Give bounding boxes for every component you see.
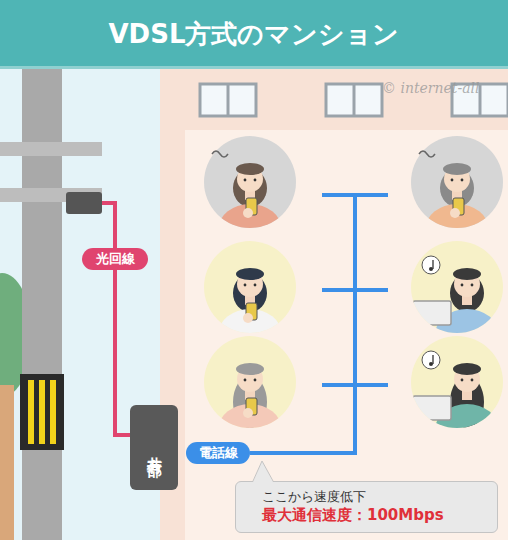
optical-wire bbox=[102, 203, 115, 248]
eye bbox=[461, 379, 464, 382]
hair-fringe bbox=[453, 268, 481, 280]
residents bbox=[204, 136, 503, 456]
gloom-mark bbox=[212, 151, 228, 157]
hand bbox=[243, 208, 253, 218]
laptop bbox=[413, 301, 451, 325]
callout-note: ここから速度低下 bbox=[262, 489, 366, 506]
tree-trunk bbox=[0, 385, 14, 540]
utility-pole bbox=[0, 68, 102, 540]
shared-area-text: 共有部 bbox=[144, 445, 164, 451]
resident-circle bbox=[204, 336, 296, 428]
hair-fringe bbox=[453, 363, 481, 375]
pole-shaft bbox=[22, 68, 62, 540]
pole-sign bbox=[20, 374, 64, 450]
telephone-line-label: 電話線 bbox=[186, 442, 250, 464]
eye bbox=[254, 379, 257, 382]
optical-line-text: 光回線 bbox=[96, 251, 135, 268]
telephone-line-text: 電話線 bbox=[199, 445, 238, 462]
window-frame bbox=[353, 84, 356, 116]
speed-callout: ここから速度低下最大通信速度：100Mbps bbox=[235, 481, 498, 533]
music-bubble bbox=[422, 256, 440, 274]
eye bbox=[451, 179, 454, 182]
eye bbox=[471, 379, 474, 382]
resident-figure bbox=[411, 336, 503, 456]
eye bbox=[254, 179, 257, 182]
pole-crossbar bbox=[0, 142, 102, 156]
gloom-mark bbox=[419, 151, 435, 157]
optical-wire-connector bbox=[115, 270, 130, 435]
telephone-branch bbox=[322, 288, 388, 292]
eye bbox=[244, 284, 247, 287]
callout-pointer bbox=[253, 461, 273, 482]
building-facade bbox=[160, 68, 508, 540]
window bbox=[200, 84, 256, 116]
music-note-head bbox=[429, 362, 433, 366]
eye bbox=[461, 179, 464, 182]
hair-fringe bbox=[443, 163, 471, 175]
optical-line-label: 光回線 bbox=[82, 248, 148, 270]
pole-sign-stripe bbox=[39, 380, 45, 444]
eye bbox=[471, 284, 474, 287]
eye bbox=[254, 284, 257, 287]
title-band bbox=[0, 0, 508, 68]
callout-pointer-outline bbox=[253, 461, 273, 481]
eye bbox=[244, 179, 247, 182]
hair-fringe bbox=[236, 163, 264, 175]
eye bbox=[461, 284, 464, 287]
resident-circle bbox=[411, 136, 503, 228]
music-note-head bbox=[429, 267, 433, 271]
hair-fringe bbox=[236, 268, 264, 280]
building-inner-panel bbox=[185, 130, 508, 540]
hand bbox=[243, 408, 253, 418]
laptop bbox=[413, 396, 451, 420]
title-underline bbox=[0, 66, 508, 69]
music-bubble bbox=[422, 351, 440, 369]
resident-body-group bbox=[413, 363, 499, 456]
max-speed-text: 最大通信速度：100Mbps bbox=[262, 506, 444, 526]
shared-area-box: 共有部 bbox=[130, 405, 178, 490]
window bbox=[326, 84, 382, 116]
pole-sign-stripe bbox=[28, 380, 34, 444]
telephone-branch bbox=[322, 193, 388, 197]
resident-figure bbox=[204, 336, 296, 456]
eye bbox=[244, 379, 247, 382]
title-text: VDSL方式のマンション bbox=[0, 0, 508, 68]
resident-circle bbox=[204, 136, 296, 228]
watermark: © internet-all bbox=[382, 80, 480, 96]
resident-figure bbox=[411, 136, 503, 256]
hand bbox=[243, 313, 253, 323]
resident-circle bbox=[204, 241, 296, 333]
hand bbox=[450, 208, 460, 218]
pole-sign-stripe bbox=[50, 380, 56, 444]
resident-figure bbox=[204, 136, 296, 256]
music-note-stem bbox=[432, 355, 433, 364]
window-frame bbox=[227, 84, 230, 116]
telephone-branch bbox=[322, 383, 388, 387]
hair-fringe bbox=[236, 363, 264, 375]
pole-terminal-box bbox=[66, 192, 102, 214]
music-note-stem bbox=[432, 260, 433, 269]
